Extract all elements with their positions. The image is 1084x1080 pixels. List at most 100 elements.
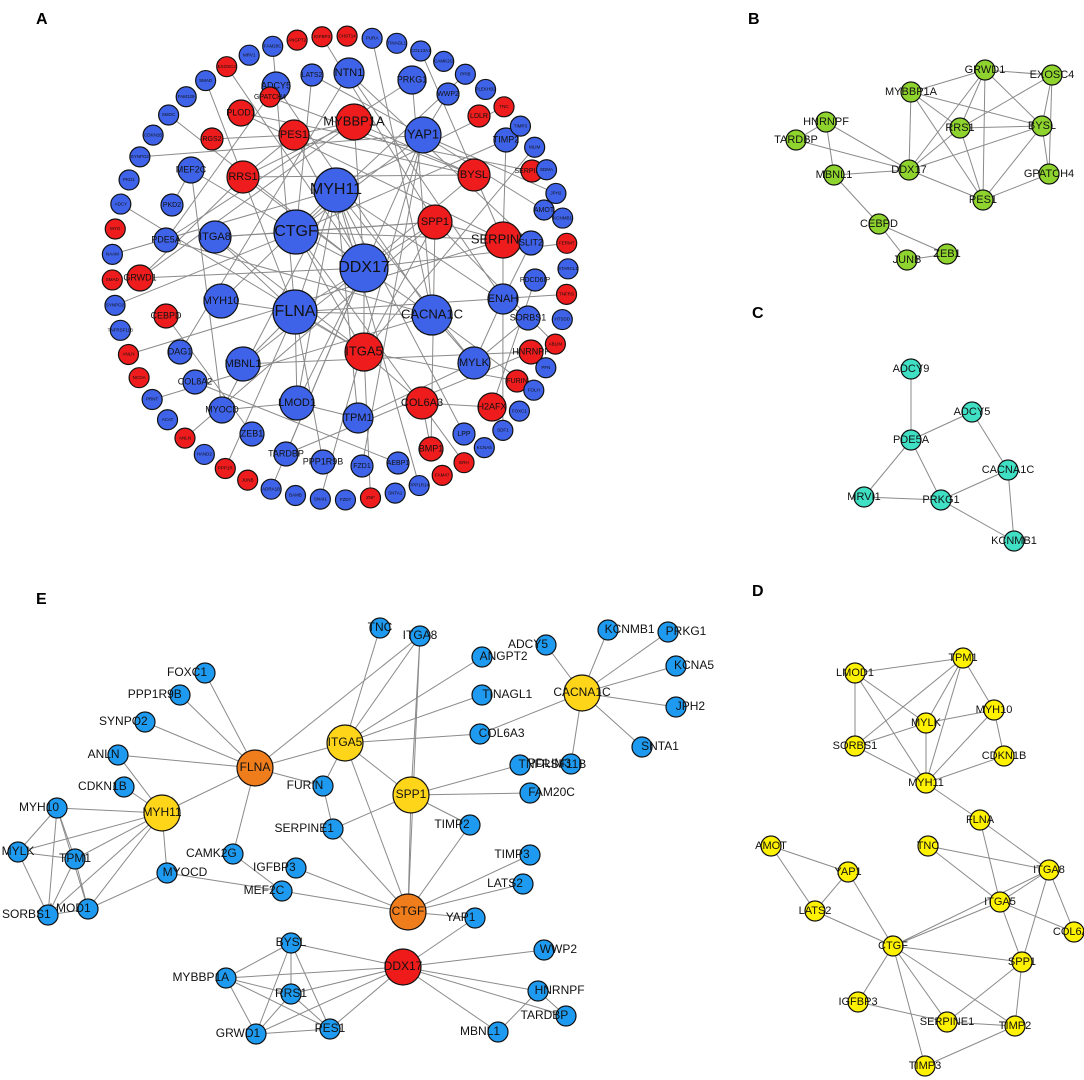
node-label: NCOA: [133, 375, 146, 380]
edge-e: [402, 966, 539, 992]
node-label: HNRNPF: [512, 346, 550, 356]
edge-c: [971, 411, 1009, 471]
node-d-ctgf: CTGF: [878, 935, 908, 957]
node-label: ANLN: [179, 435, 191, 440]
node-circle: [837, 861, 859, 883]
node-label: MLIM: [529, 144, 541, 149]
edge-d: [854, 657, 964, 674]
node-label: TNC: [917, 840, 940, 852]
node-circle: [272, 289, 318, 335]
node-a-tnfrsf11b: TNFRSF11B: [108, 319, 133, 341]
node-circle: [493, 96, 515, 118]
node-label: SDF1: [497, 428, 509, 433]
node-label: KCNMB1: [553, 215, 572, 220]
node-circle: [518, 339, 544, 365]
edge-b: [910, 69, 986, 93]
node-label: SERPINE1: [920, 1016, 974, 1028]
node-label: PFN: [541, 365, 550, 370]
node-label: LATS2: [302, 72, 323, 79]
node-e-mybbp1a: MYBBP1A: [172, 967, 237, 989]
node-a-igfbp3: IGFBP3: [311, 26, 333, 48]
edge-a: [205, 80, 296, 313]
node-label: ANLN: [88, 747, 120, 761]
node-a-mlim: MLIM: [524, 136, 546, 158]
node-label: AEBP1: [387, 460, 410, 467]
edge-d: [814, 910, 894, 947]
edge-e: [344, 627, 381, 744]
node-label: PPP1R: [218, 466, 234, 471]
node-label: BYSL: [460, 169, 488, 181]
node-e-myh10: MYH10: [19, 797, 68, 819]
node-circle: [214, 457, 236, 480]
node-b-hnrnpf: HNRNPF: [803, 111, 849, 133]
edge-e: [295, 867, 409, 913]
node-label: FAM47: [435, 473, 450, 478]
edge-a: [293, 134, 475, 176]
node-label: PRNT: [146, 397, 159, 402]
node-circle: [143, 794, 181, 832]
node-a-snta1: SNTA1: [384, 482, 406, 504]
edge-e: [344, 694, 483, 744]
node-a-lats2: LATS2: [300, 63, 324, 87]
node-label: EXOSC4: [218, 64, 237, 69]
edge-e: [47, 807, 58, 916]
node-e-ddx17: DDX17: [384, 948, 423, 986]
node-circle: [487, 283, 519, 315]
edge-d: [925, 755, 1005, 784]
node-label: SYNPO2: [99, 714, 148, 728]
edge-e: [225, 942, 292, 979]
edge-e: [144, 721, 256, 769]
node-circle: [334, 489, 357, 511]
node-circle: [405, 386, 439, 420]
node-circle: [431, 464, 453, 486]
node-label: SMOC: [162, 112, 176, 117]
node-circle: [153, 227, 179, 253]
node-label: SNAI1: [314, 496, 328, 501]
node-label: LDLR: [470, 113, 488, 120]
node-label: TIMP3: [909, 1060, 941, 1072]
edge-e: [332, 828, 409, 913]
node-label: TPM1: [343, 412, 372, 424]
node-a-camk2g: CAMK2G: [433, 50, 455, 72]
edge-d: [770, 845, 816, 912]
node-circle: [238, 44, 260, 66]
node-label: MYH11: [310, 181, 362, 198]
node-a-pes1: PES1: [278, 119, 310, 151]
node-circle: [113, 776, 135, 798]
node-circle: [900, 429, 922, 451]
node-label: GPATCH4: [254, 94, 286, 101]
node-a-bmp1: BMP1: [418, 436, 444, 462]
node-circle: [280, 983, 302, 1005]
node-a-jph2: JPH2: [545, 182, 567, 205]
node-circle: [174, 427, 196, 449]
node-a-fermt: FERMT: [556, 232, 578, 254]
node-label: JPH2: [676, 699, 706, 713]
edge-d: [770, 845, 849, 873]
panel-label-c: C: [752, 305, 764, 322]
node-a-pdcd6ip: PDCD6IP: [520, 268, 551, 292]
node-label: FERMT: [559, 240, 575, 245]
node-label: CACNA1C: [401, 306, 463, 321]
edge-e: [47, 812, 163, 916]
node-label: TNFRSF11B: [519, 757, 587, 771]
node-label: PPP1R9B: [128, 687, 182, 701]
node-a-junb: JUNB: [237, 469, 259, 491]
node-circle: [384, 482, 406, 504]
node-e-tnfrsf11b: TNFRSF11B: [509, 754, 587, 776]
edge-b: [878, 223, 948, 255]
edge-b: [982, 173, 1050, 201]
node-label: MRVI1: [847, 491, 880, 503]
node-a-naam: NAAM: [101, 243, 123, 265]
node-a-fzd7: FZD7: [334, 489, 357, 511]
node-circle: [104, 218, 126, 240]
node-label: RRS1: [228, 171, 257, 183]
edge-a: [112, 189, 337, 255]
node-circle: [631, 736, 653, 758]
node-circle: [46, 797, 68, 819]
edge-e: [402, 966, 499, 1033]
node-e-grwd1: GRWD1: [216, 1023, 267, 1045]
node-e-rrs1: RRS1: [275, 983, 307, 1005]
node-circle: [236, 749, 274, 787]
node-b-zeb1: ZEB1: [933, 243, 961, 265]
nodes-layer: DDX17CTGFFLNAMYH11SPP1ITGA5CACNA1CSERPIN…: [2, 25, 1084, 1077]
